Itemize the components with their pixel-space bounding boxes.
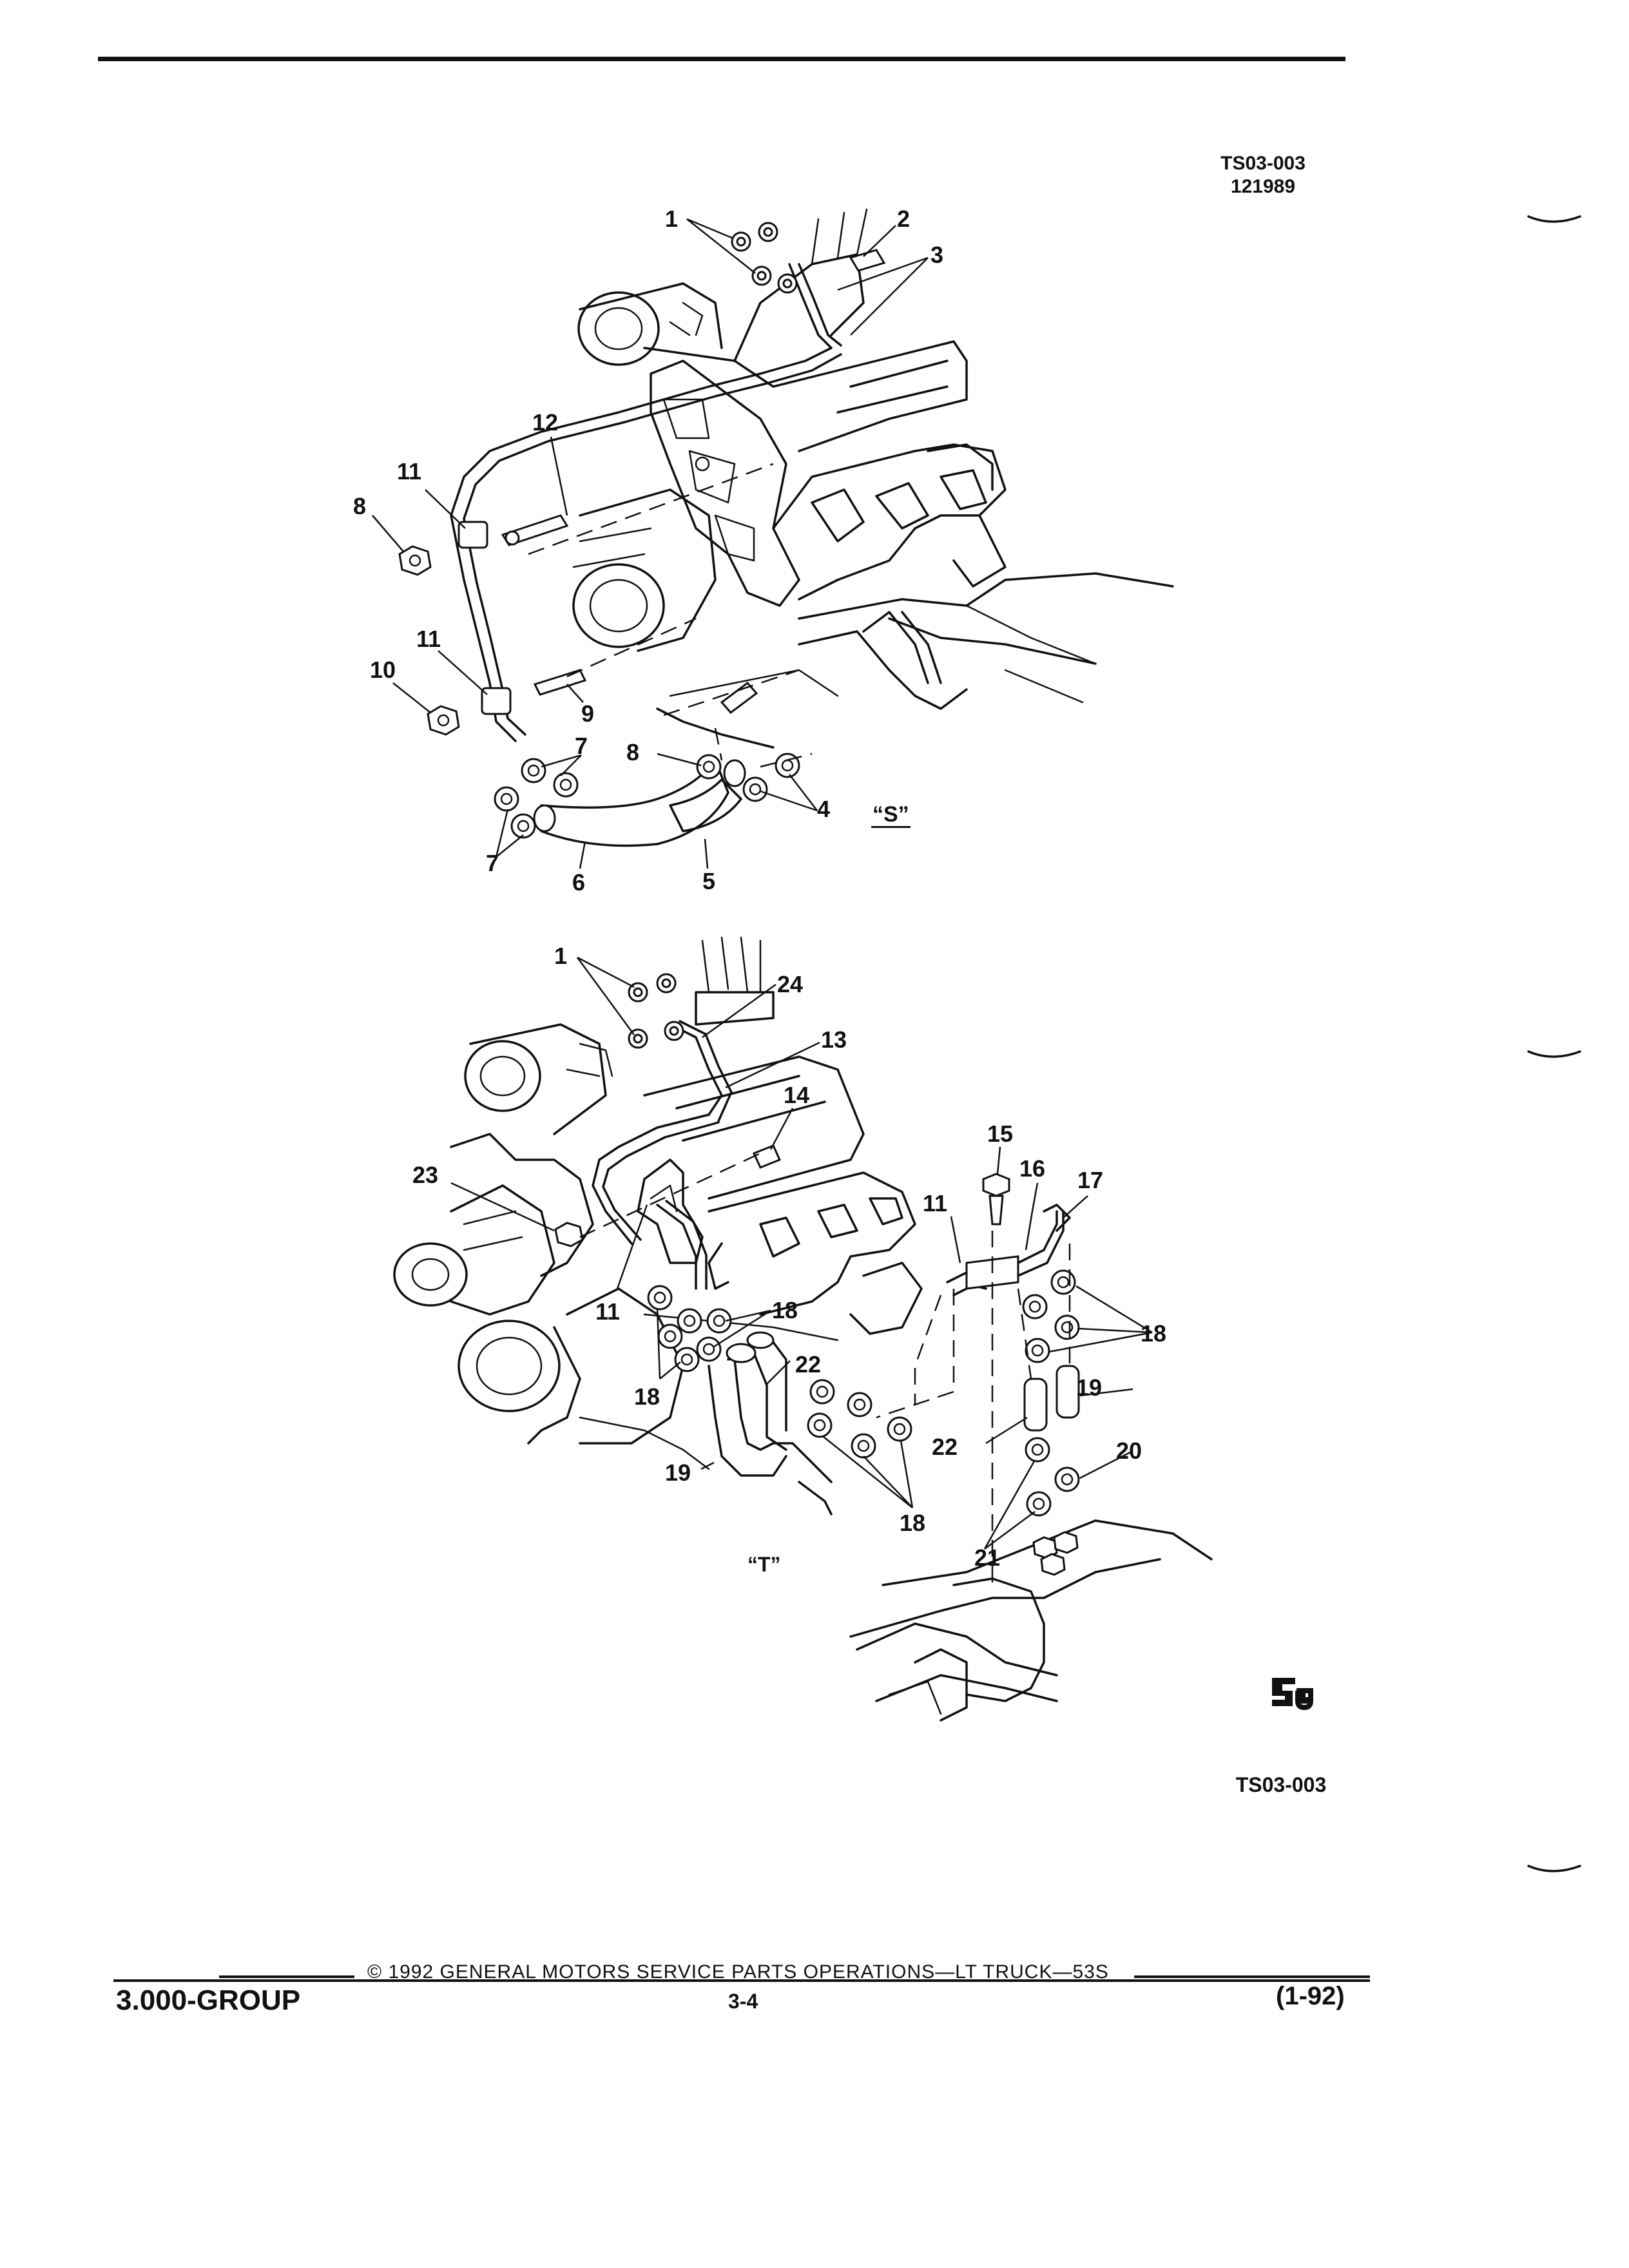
fasteners-s [398, 222, 886, 839]
figure-code: TS03-003 [1220, 153, 1306, 174]
engine-outline-t [393, 936, 1213, 1722]
figure-date: 121989 [1230, 176, 1296, 197]
callout-20: 20 [1116, 1437, 1142, 1464]
callout-24: 24 [777, 971, 803, 997]
callout-22: 22 [795, 1351, 821, 1378]
callout-15: 15 [987, 1120, 1013, 1147]
callout-8: 8 [626, 739, 639, 765]
footer-rule-bottom [113, 1979, 1370, 1982]
callout-18: 18 [772, 1297, 798, 1323]
view-label-s-text: “S” [872, 802, 909, 827]
footer-revision: (1-92) [1276, 1982, 1345, 2010]
callout-19: 19 [665, 1459, 691, 1486]
footer-page-number: 3-4 [728, 1990, 758, 2013]
callout-1: 1 [554, 943, 567, 969]
callout-18: 18 [634, 1383, 660, 1410]
callout-11: 11 [397, 458, 421, 485]
footer-group: 3.000-GROUP [116, 1984, 301, 2016]
view-label-s: “S” [871, 803, 911, 828]
callout-17: 17 [1077, 1167, 1103, 1193]
callout-2: 2 [897, 206, 910, 232]
view-label-t: “T” [747, 1553, 781, 1576]
callout-18: 18 [1141, 1320, 1166, 1347]
callout-4: 4 [817, 796, 830, 822]
top-rule [98, 57, 1345, 61]
callout-10: 10 [370, 657, 396, 683]
leaders-s [372, 218, 929, 869]
phantom-lines-s [528, 463, 813, 768]
figure-code-header: TS03-003 121989 [1186, 152, 1340, 198]
callout-3: 3 [930, 242, 943, 268]
callout-21: 21 [974, 1544, 1000, 1571]
footer-rule-right [1134, 1975, 1370, 1978]
callout-6: 6 [572, 869, 585, 896]
callout-16: 16 [1019, 1155, 1045, 1182]
callout-22: 22 [932, 1434, 958, 1460]
callout-12: 12 [532, 409, 558, 436]
callout-11: 11 [595, 1298, 620, 1325]
footer-copyright: © 1992 GENERAL MOTORS SERVICE PARTS OPER… [367, 1961, 1109, 1983]
phantom-lines-t [579, 1152, 1071, 1585]
callout-7: 7 [486, 850, 499, 876]
callout-7: 7 [575, 733, 588, 759]
callout-13: 13 [821, 1026, 847, 1053]
callout-11: 11 [416, 626, 441, 652]
callout-14: 14 [784, 1082, 809, 1108]
fasteners-t [554, 973, 1080, 1576]
callout-8: 8 [353, 493, 366, 519]
leaders-t [450, 956, 1153, 1550]
tube-assembly-t [592, 1020, 1080, 1515]
figure-code-bottom: TS03-003 [1235, 1773, 1327, 1796]
callout-1: 1 [665, 206, 678, 232]
callout-9: 9 [581, 700, 594, 727]
callout-5: 5 [702, 868, 715, 894]
callouts-s: 1 2 3 12 11 8 11 10 9 8 7 7 4 6 5 [353, 206, 943, 896]
callout-19: 19 [1076, 1374, 1102, 1401]
sp-logo-icon [1272, 1678, 1313, 1711]
footer-rule-left [219, 1975, 354, 1978]
tube-assembly-s [450, 263, 842, 847]
callouts-t: 1 24 13 14 15 16 17 11 23 11 18 18 18 22… [412, 943, 1166, 1571]
callout-23: 23 [412, 1162, 438, 1188]
engine-outline-s [572, 208, 1174, 749]
callout-11: 11 [923, 1190, 947, 1216]
callout-18: 18 [900, 1510, 925, 1536]
view-label-t-text: “T” [747, 1553, 781, 1576]
